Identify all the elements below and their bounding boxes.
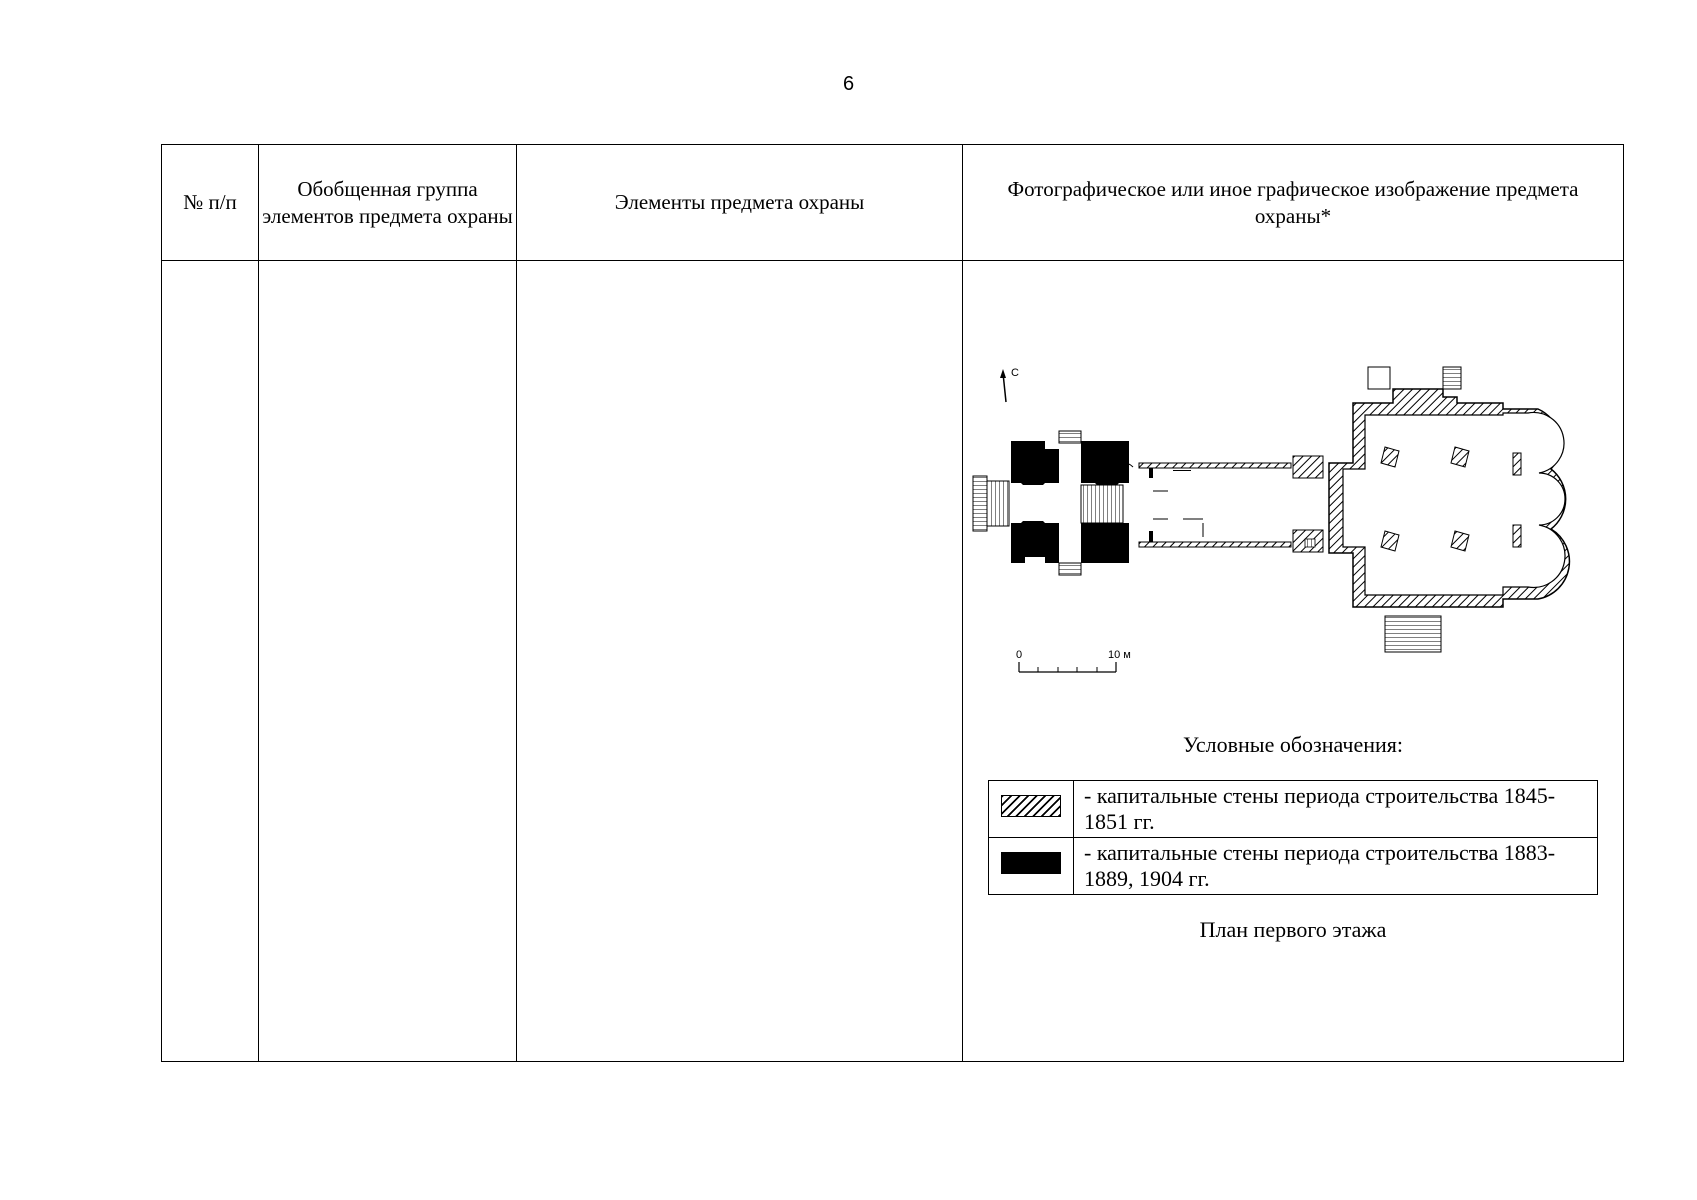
west-narthex-walls bbox=[972, 430, 1134, 576]
scale-start-label: 0 bbox=[1016, 649, 1022, 661]
legend-text: - капитальные стены периода строительств… bbox=[1073, 780, 1598, 838]
header-group: Обобщенная группа элементов предмета охр… bbox=[258, 144, 517, 261]
main-church-walls bbox=[1292, 366, 1571, 653]
cell-group bbox=[258, 260, 517, 1062]
protection-table: № п/п Обобщенная группа элементов предме… bbox=[161, 144, 1624, 1062]
header-number: № п/п bbox=[161, 144, 259, 261]
hatched-wall-swatch bbox=[1001, 795, 1061, 817]
legend-text: - капитальные стены периода строительств… bbox=[1073, 837, 1598, 895]
page-number: 6 bbox=[842, 73, 855, 95]
floor-plan-drawing: С bbox=[972, 366, 1571, 673]
header-elements: Элементы предмета охраны bbox=[516, 144, 963, 261]
legend-row: - капитальные стены периода строительств… bbox=[988, 837, 1598, 895]
legend-table: - капитальные стены периода строительств… bbox=[988, 780, 1598, 895]
legend-title: Условные обозначения: bbox=[1182, 732, 1404, 757]
north-label: С bbox=[1011, 367, 1019, 379]
cell-image: С bbox=[962, 260, 1624, 1062]
nave-walls bbox=[1138, 462, 1292, 548]
scale-end-label: 10 м bbox=[1108, 649, 1131, 661]
solid-wall-swatch bbox=[1001, 852, 1061, 874]
table-header-row: № п/п Обобщенная группа элементов предме… bbox=[161, 144, 1624, 261]
floor-plan-figure: С bbox=[963, 261, 1623, 1061]
legend-row: - капитальные стены периода строительств… bbox=[988, 780, 1598, 838]
header-image: Фотографическое или иное графическое изо… bbox=[962, 144, 1624, 261]
north-arrow-icon bbox=[1000, 369, 1007, 403]
scale-bar bbox=[1018, 662, 1117, 673]
table-row: С bbox=[161, 260, 1624, 1062]
plan-caption: План первого этажа bbox=[1199, 917, 1387, 942]
cell-number bbox=[161, 260, 259, 1062]
cell-elements bbox=[516, 260, 963, 1062]
